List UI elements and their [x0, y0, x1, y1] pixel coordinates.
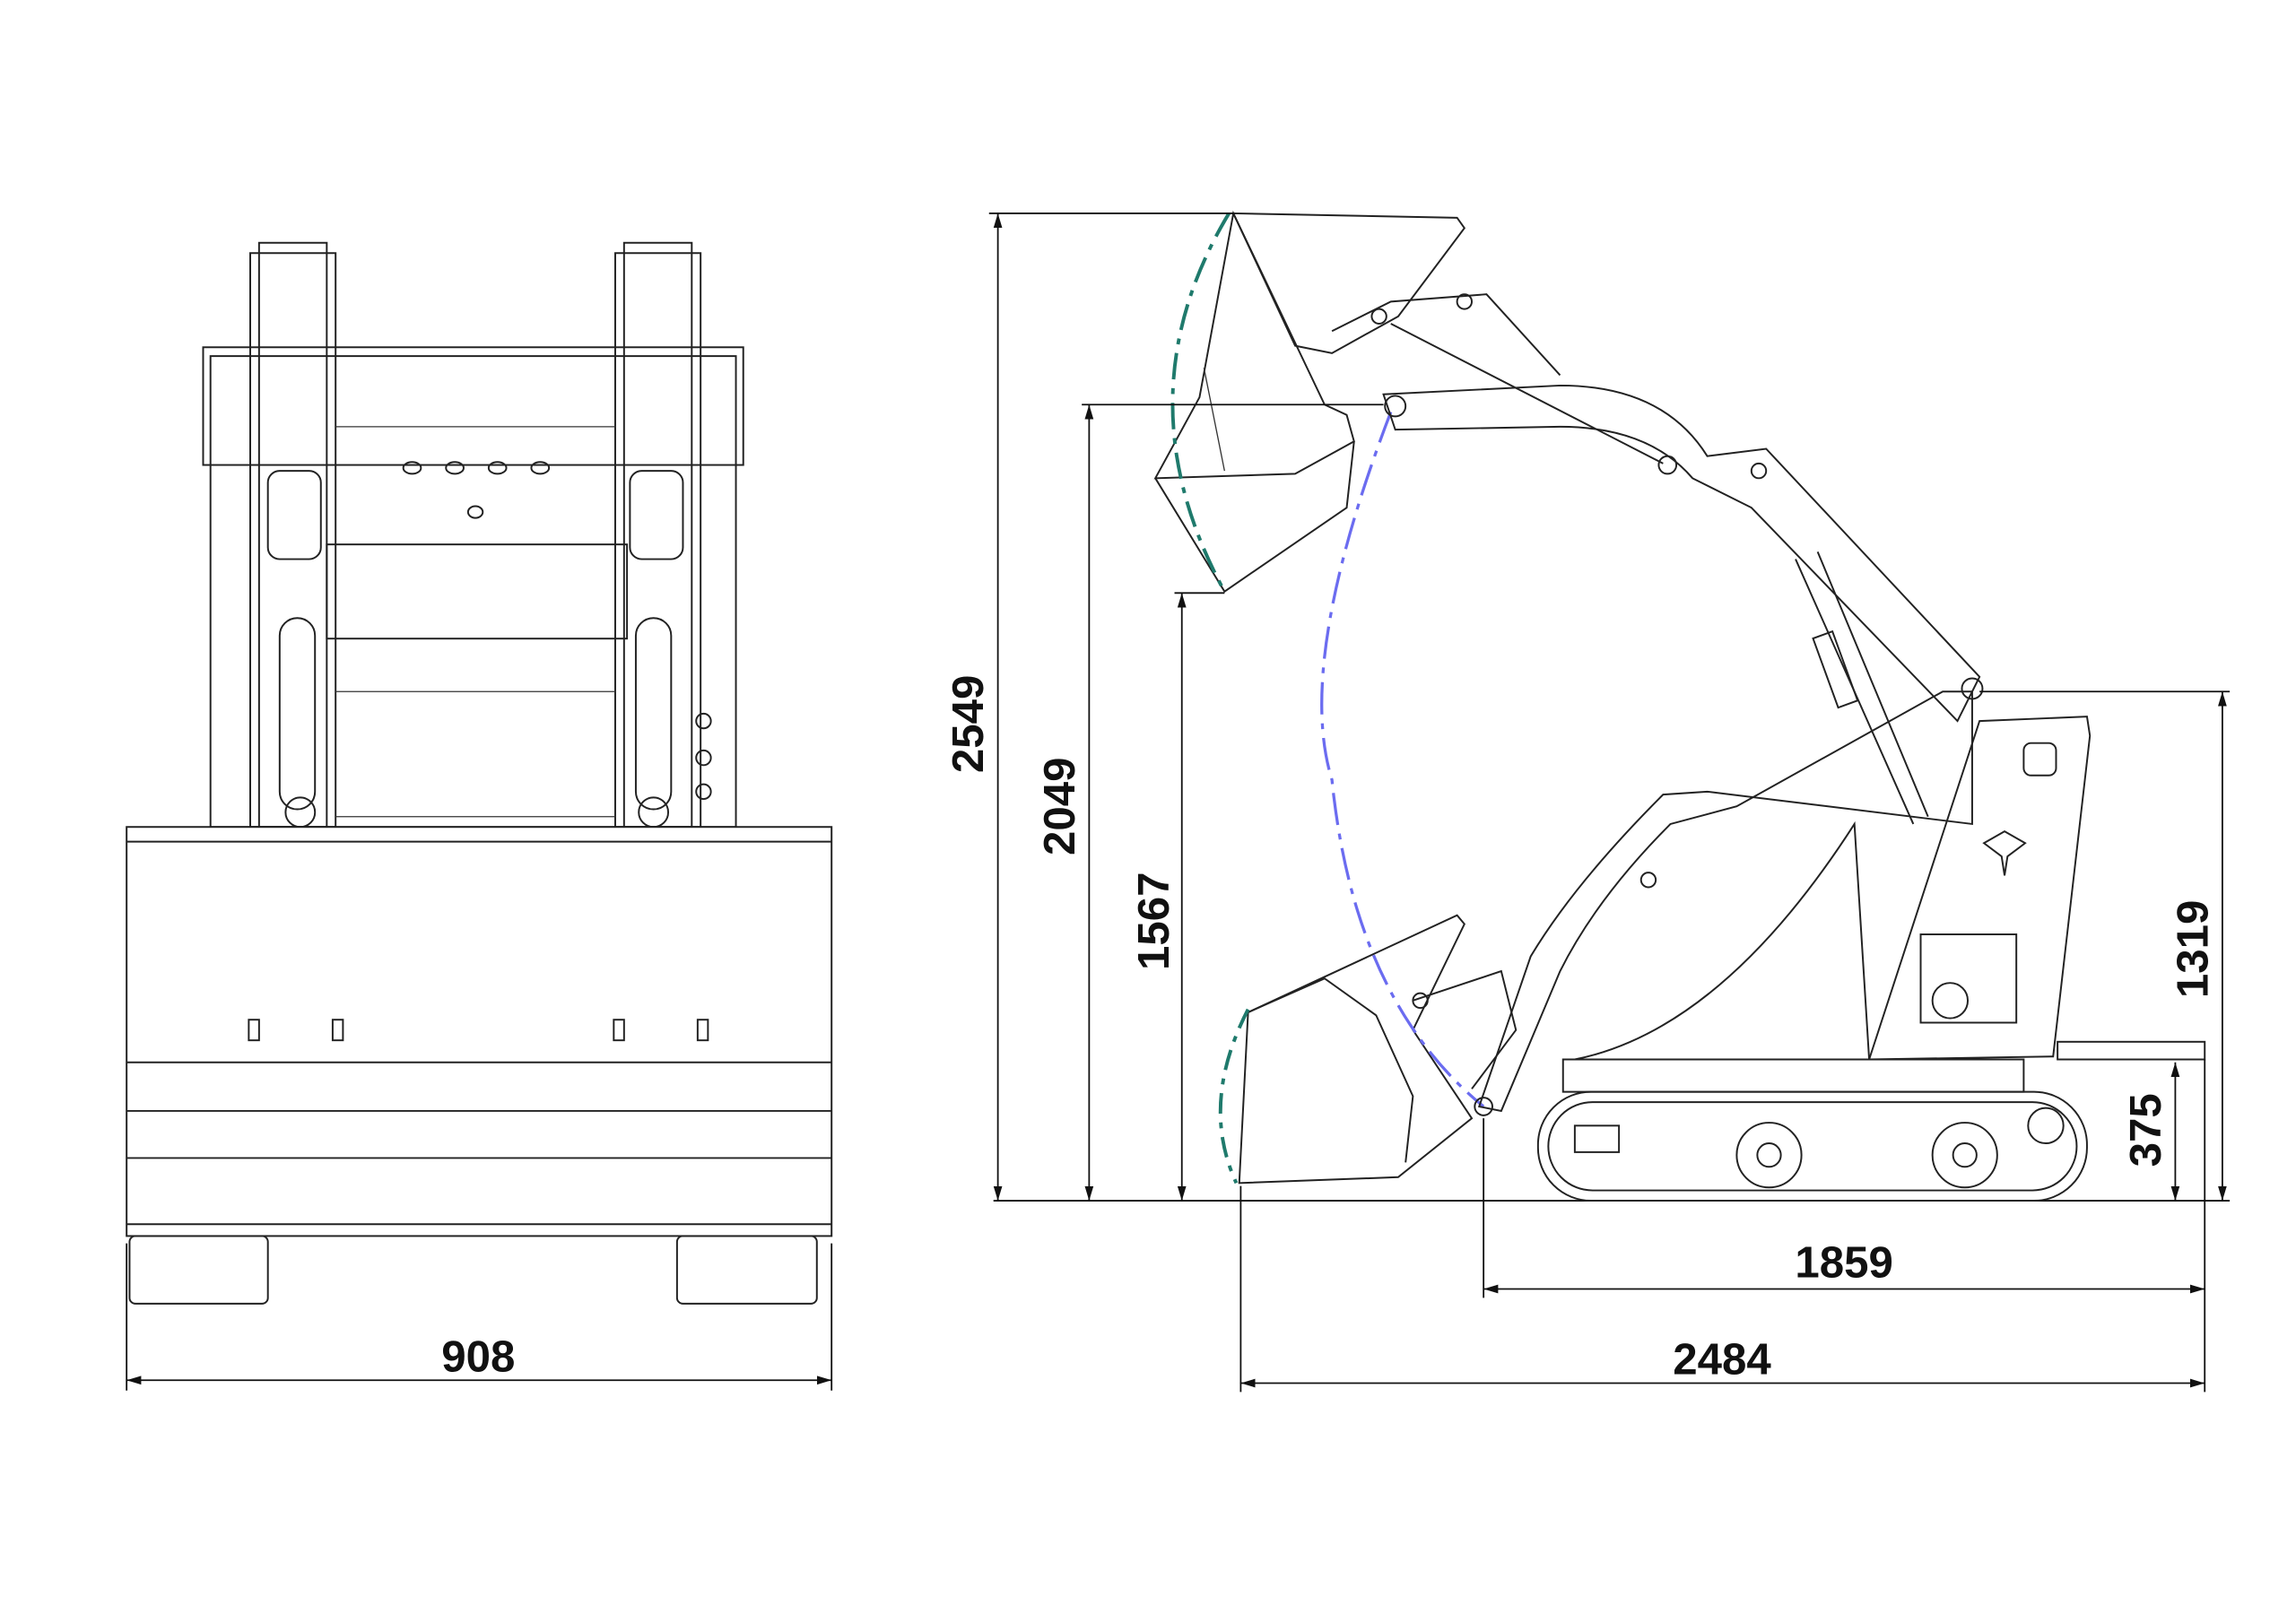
- tracks-front: [128, 1235, 818, 1305]
- max-height-label: 2549: [944, 675, 993, 774]
- mounting-holes: [402, 461, 712, 801]
- left-cylinder: [266, 470, 322, 829]
- engine-grille: [1919, 933, 2018, 1024]
- bucket-front: [126, 826, 833, 1237]
- hinge-pin-path-arc: [1320, 411, 1485, 1108]
- dimension-1319: 1319: [1979, 690, 2231, 1202]
- lowered-bucket: [1218, 914, 1474, 1185]
- dump-height-label: 1567: [1129, 872, 1178, 971]
- bucket-tip-arc-lower: [1218, 1008, 1250, 1185]
- dimension-2484: 2484: [1239, 1185, 2205, 1393]
- right-cylinder: [629, 470, 684, 829]
- bucket-tip-arc-upper: [1170, 212, 1231, 593]
- step-height-label: 375: [2121, 1093, 2170, 1167]
- machine-body: [1561, 716, 2206, 1093]
- width-label: 908: [441, 1332, 515, 1381]
- track-assembly: [1536, 1090, 2088, 1202]
- hinge-pin-height-label: 2049: [1035, 758, 1084, 856]
- machine-length-label: 1859: [1795, 1237, 1892, 1287]
- dimension-1859: 1859: [1483, 1059, 2206, 1393]
- raised-loader-arm: [1331, 293, 1984, 825]
- side-view: 2549 2049 1567 1319 375 1859: [944, 210, 2231, 1393]
- raised-bucket: [1153, 210, 1466, 594]
- brand-logo: [1982, 830, 2027, 876]
- dimension-2549: 2549: [944, 213, 1234, 1202]
- loader-frame: [202, 241, 744, 829]
- machine-height-label: 1319: [2169, 900, 2218, 999]
- overall-length-label: 2484: [1673, 1335, 1771, 1384]
- dimension-375: 375: [2121, 1062, 2180, 1202]
- dimension-1567: 1567: [1129, 592, 1225, 1202]
- lowered-loader-arm: [1412, 690, 1973, 1116]
- front-view: 908: [126, 241, 833, 1391]
- width-dimension: 908: [126, 1243, 833, 1391]
- dimension-2049: 2049: [1035, 404, 1384, 1202]
